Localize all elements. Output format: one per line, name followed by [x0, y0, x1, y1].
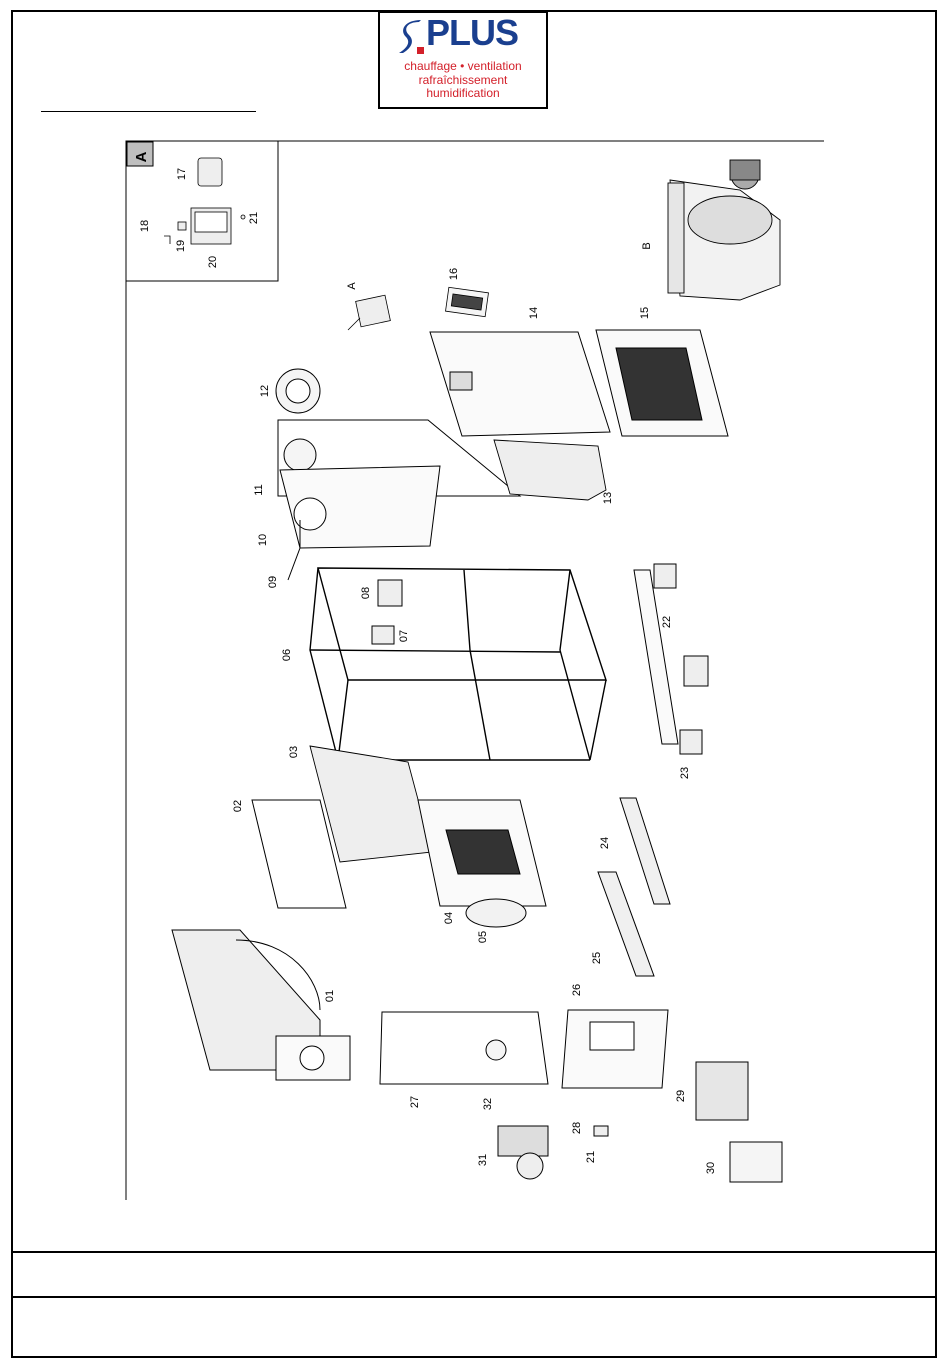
label-04: 04 [443, 912, 455, 924]
bracket-28 [594, 1126, 608, 1136]
label-03: 03 [288, 746, 300, 758]
burner-31 [498, 1126, 548, 1179]
label-30: 30 [705, 1162, 717, 1174]
label-16: 16 [448, 268, 460, 280]
label-15: 15 [639, 307, 651, 319]
label-07: 07 [398, 630, 410, 642]
label-17: 17 [176, 168, 188, 180]
label-08: 08 [360, 587, 372, 599]
label-11: 11 [253, 484, 265, 495]
label-25: 25 [591, 952, 603, 964]
duct-13 [494, 440, 606, 500]
label-26: 26 [571, 984, 583, 996]
label-13: 13 [602, 492, 614, 504]
exchanger-01 [172, 930, 350, 1080]
label-01: 01 [324, 990, 336, 1002]
control-box-29 [696, 1062, 748, 1120]
label-22: 22 [661, 616, 673, 628]
bracket-07 [372, 626, 394, 644]
grille-panel-15 [596, 330, 728, 436]
label-23: 23 [679, 767, 691, 779]
label-19: 19 [175, 240, 187, 252]
flange-12 [276, 369, 320, 413]
label-31: 31 [477, 1154, 489, 1166]
plate-27 [380, 1012, 548, 1084]
fan-assembly [668, 160, 780, 300]
label-27: 27 [409, 1096, 421, 1108]
detail-a-box: A [126, 141, 278, 281]
plate-10 [280, 466, 440, 548]
label-02: 02 [232, 800, 244, 812]
footer-divider-2 [11, 1296, 937, 1298]
grille-panel-04 [418, 800, 546, 906]
damper-05 [466, 899, 526, 927]
label-28: 28 [571, 1122, 583, 1134]
panel-30 [730, 1142, 782, 1182]
frame-06 [310, 568, 606, 760]
label-05: 05 [477, 931, 489, 943]
label-21b: 21 [585, 1151, 597, 1163]
label-29: 29 [675, 1090, 687, 1102]
panel-22 [634, 570, 678, 744]
plate-26 [562, 1010, 668, 1088]
panel-14 [430, 332, 610, 436]
actuator-a [348, 295, 390, 330]
label-12: 12 [259, 385, 271, 397]
detail-a-tag: A [133, 151, 150, 162]
grille-16 [446, 287, 489, 316]
bracket-08 [378, 580, 402, 606]
label-B: B [641, 242, 653, 249]
footer-divider-1 [11, 1251, 937, 1253]
label-06: 06 [281, 649, 293, 661]
label-18: 18 [139, 220, 151, 232]
label-32: 32 [482, 1098, 494, 1110]
label-24: 24 [599, 837, 611, 849]
label-10: 10 [257, 534, 269, 546]
label-21a: 21 [248, 212, 260, 224]
label-14: 14 [528, 307, 540, 319]
rail-25 [598, 872, 654, 976]
label-09: 09 [267, 576, 279, 588]
label-20: 20 [207, 256, 219, 268]
rail-24 [620, 798, 670, 904]
label-A: A [346, 282, 358, 290]
